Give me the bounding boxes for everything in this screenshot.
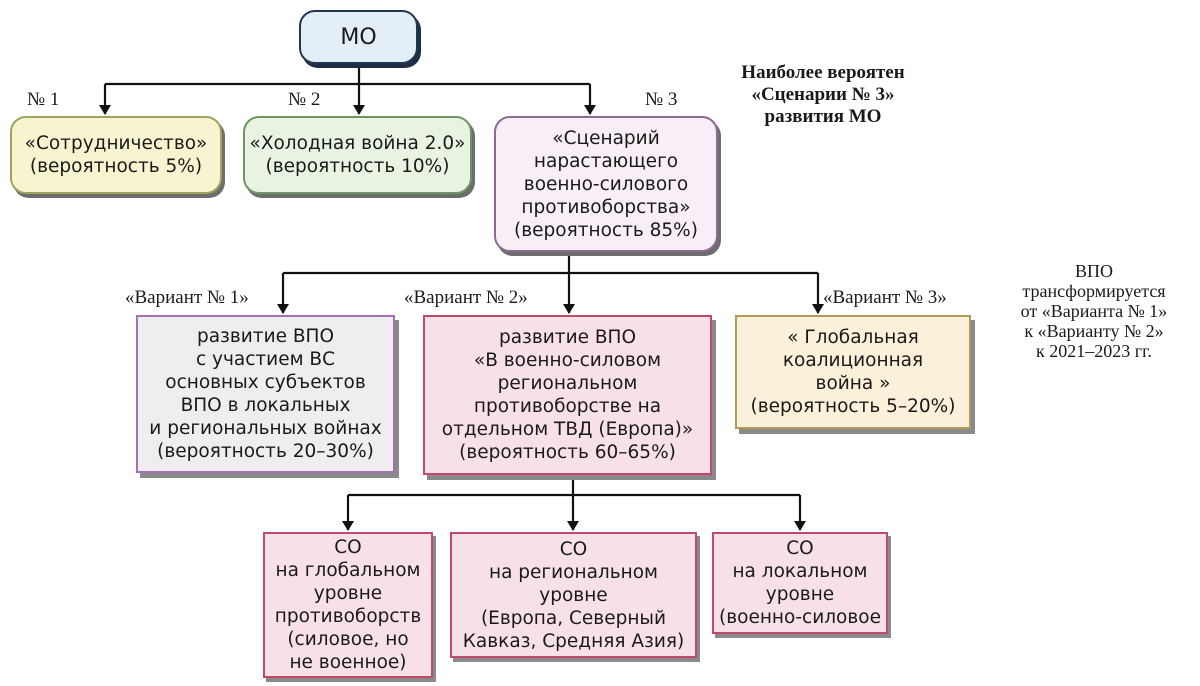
level-local: СО на локальном уровне (военно-силовое bbox=[712, 532, 888, 634]
level-regional: СО на региональном уровне (Европа, Север… bbox=[450, 532, 697, 658]
level-line: СО bbox=[559, 538, 588, 560]
level-line: СО bbox=[334, 537, 362, 558]
variant-label-2: «Вариант № 2» bbox=[404, 287, 528, 308]
level-line: на локальном bbox=[732, 561, 868, 582]
level-line: противоборств bbox=[274, 606, 422, 627]
variant-line: региональном bbox=[497, 373, 638, 394]
level-line: не военное) bbox=[289, 652, 407, 673]
variant-2-regional-confrontation: развитие ВПО «В военно-силовом региональ… bbox=[423, 315, 712, 475]
scenario-number-2: № 2 bbox=[288, 89, 321, 110]
note-right-line: к 2021–2023 гг. bbox=[1036, 341, 1152, 361]
scenario-line: противоборства» bbox=[521, 196, 691, 218]
variant-line: противоборстве на bbox=[473, 396, 662, 417]
variant-line: с участием ВС bbox=[195, 349, 336, 370]
scenario-number-3: № 3 bbox=[645, 89, 678, 110]
level-line: СО bbox=[786, 538, 814, 559]
scenario-line: «Холодная война 2.0» bbox=[249, 133, 466, 154]
variant-label-3: «Вариант № 3» bbox=[823, 287, 947, 308]
level-line: уровне bbox=[765, 584, 835, 605]
scenario-line: «Сотрудничество» bbox=[24, 133, 208, 154]
level-line: (силовое, но bbox=[287, 629, 409, 650]
scenario-line: (вероятность 10%) bbox=[265, 156, 450, 177]
note-top-line: развития МО bbox=[764, 106, 882, 127]
variant-line: война » bbox=[815, 373, 891, 394]
variant-line: отдельном ТВД (Европа)» bbox=[441, 419, 694, 440]
variant-line: и региональных войнах bbox=[149, 418, 382, 439]
variant-line: «В военно-силовом bbox=[473, 350, 662, 371]
variant-1-local-regional-wars: развитие ВПО с участием ВС основных субъ… bbox=[136, 315, 395, 473]
level-line: (военно-силовое bbox=[719, 607, 881, 628]
scenario-line: военно-силового bbox=[523, 173, 689, 195]
level-line: уровне bbox=[539, 584, 608, 606]
variant-3-global-coalition-war: « Глобальная коалиционная война » (вероя… bbox=[735, 315, 971, 429]
variant-line: основных субъектов bbox=[165, 372, 366, 393]
note-right-line: трансформируется bbox=[1022, 281, 1166, 301]
note-transformation: ВПО трансформируется от «Варианта № 1» к… bbox=[994, 261, 1194, 361]
variant-line: (вероятность 20–30%) bbox=[157, 441, 374, 462]
variant-line: развитие ВПО bbox=[498, 327, 637, 348]
level-line: Кавказ, Средняя Азия) bbox=[462, 630, 685, 652]
variant-line: « Глобальная bbox=[787, 327, 919, 348]
scenario-line: «Сценарий bbox=[552, 127, 660, 149]
note-right-line: ВПО bbox=[1074, 261, 1113, 281]
level-line: на региональном bbox=[488, 561, 659, 583]
variant-line: коалиционная bbox=[782, 350, 924, 371]
note-top-line: «Сценарии № 3» bbox=[751, 84, 895, 105]
level-line: (Европа, Северный bbox=[480, 607, 667, 629]
scenario-number-1: № 1 bbox=[27, 89, 60, 110]
variant-line: развитие ВПО bbox=[196, 326, 335, 347]
scenario-line: (вероятность 85%) bbox=[514, 219, 698, 241]
level-line: уровне bbox=[313, 583, 383, 604]
note-right-line: от «Варианта № 1» bbox=[1020, 301, 1168, 321]
variant-line: (вероятность 5–20%) bbox=[750, 396, 956, 417]
root-node-mo: МО bbox=[299, 10, 418, 64]
scenario-escalating-confrontation: «Сценарий нарастающего военно-силового п… bbox=[494, 116, 718, 252]
root-label: МО bbox=[340, 24, 377, 50]
level-line: на глобальном bbox=[275, 560, 421, 581]
level-global: СО на глобальном уровне противоборств (с… bbox=[263, 532, 433, 678]
note-right-line: к «Варианту № 2» bbox=[1024, 321, 1164, 341]
scenario-line: (вероятность 5%) bbox=[29, 156, 203, 177]
variant-line: (вероятность 60–65%) bbox=[459, 442, 676, 463]
note-most-likely: Наиболее вероятен «Сценарии № 3» развити… bbox=[712, 62, 934, 128]
scenario-cold-war: «Холодная война 2.0» (вероятность 10%) bbox=[243, 116, 472, 194]
note-top-line: Наиболее вероятен bbox=[741, 62, 905, 83]
variant-line: ВПО в локальных bbox=[180, 395, 351, 416]
scenario-cooperation: «Сотрудничество» (вероятность 5%) bbox=[10, 116, 222, 194]
scenario-line: нарастающего bbox=[533, 150, 679, 172]
variant-label-1: «Вариант № 1» bbox=[125, 287, 249, 308]
